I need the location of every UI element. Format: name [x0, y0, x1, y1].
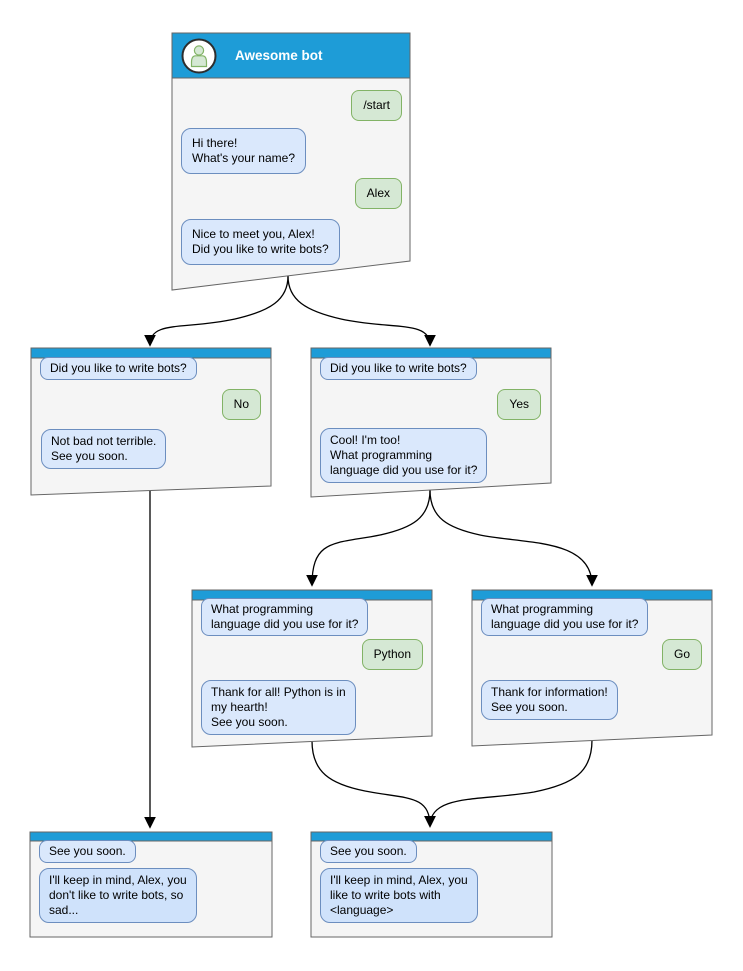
- connector-go-to-end: [424, 739, 593, 828]
- end-yes-question: See you soon.: [320, 840, 417, 863]
- end-no-reply: I'll keep in mind, Alex, you don't like …: [39, 868, 197, 923]
- no-reply: Not bad not terrible. See you soon.: [41, 429, 167, 469]
- message-name-reply: Alex: [354, 178, 402, 209]
- yes-question: Did you like to write bots?: [320, 357, 477, 380]
- python-answer: Python: [361, 639, 423, 670]
- root-window-header: Awesome bot: [172, 33, 410, 78]
- connector-root-to-yes: [287, 275, 436, 347]
- python-reply: Thank for all! Python is in my hearth! S…: [201, 680, 356, 735]
- no-question: Did you like to write bots?: [40, 357, 197, 380]
- connector-yes-to-python: [306, 489, 431, 587]
- connector-yes-to-go: [429, 489, 598, 587]
- end-no-question: See you soon.: [39, 840, 136, 863]
- end-yes-reply: I'll keep in mind, Alex, you like to wri…: [320, 868, 478, 923]
- no-answer: No: [221, 389, 261, 420]
- python-question: What programming language did you use fo…: [201, 598, 369, 636]
- connector-root-to-no: [144, 275, 289, 347]
- yes-answer: Yes: [497, 389, 541, 420]
- message-ask-write-bots: Nice to meet you, Alex! Did you like to …: [181, 219, 340, 265]
- connectors: [144, 275, 598, 829]
- go-reply: Thank for information! See you soon.: [481, 680, 618, 720]
- go-answer: Go: [661, 639, 702, 670]
- yes-reply: Cool! I'm too! What programming language…: [320, 428, 488, 483]
- message-greeting: Hi there! What's your name?: [181, 128, 307, 174]
- go-question: What programming language did you use fo…: [481, 598, 649, 636]
- bot-avatar-icon: [181, 38, 217, 73]
- person-icon: [190, 44, 208, 67]
- bot-window-title: Awesome bot: [235, 48, 323, 63]
- message-start-command: /start: [351, 90, 402, 121]
- connector-python-to-end: [311, 740, 436, 828]
